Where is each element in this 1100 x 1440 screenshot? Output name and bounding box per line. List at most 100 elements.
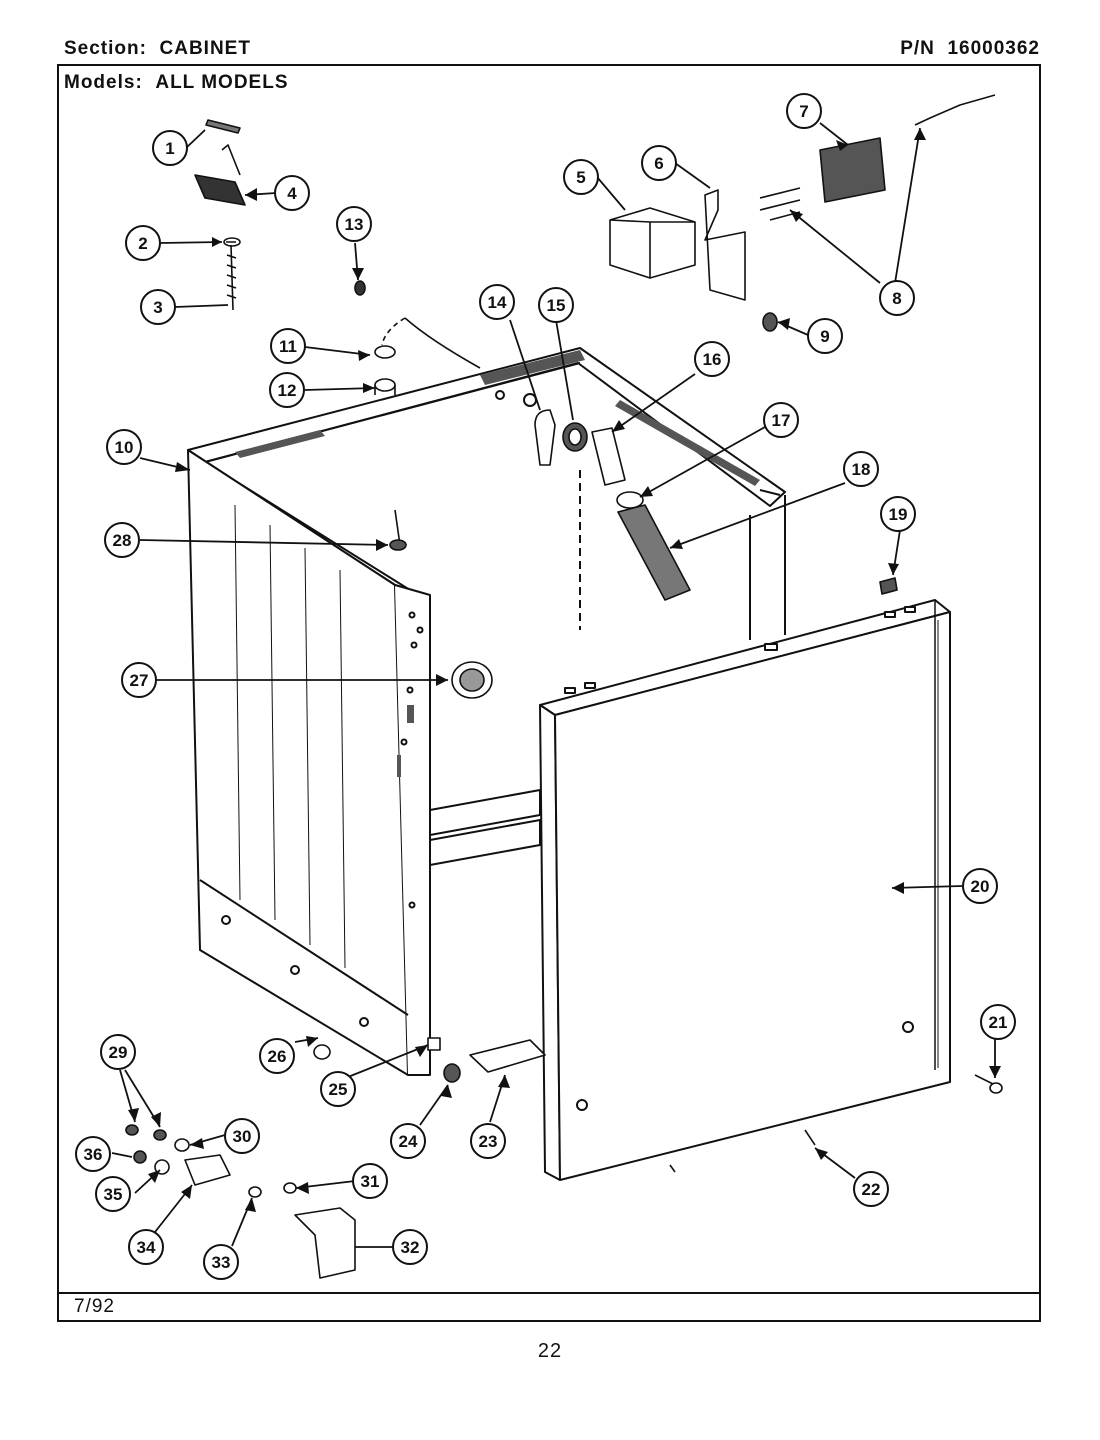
pn-value: 16000362: [947, 38, 1040, 59]
callout-10: 10: [106, 429, 142, 465]
models-value: ALL MODELS: [155, 72, 289, 93]
callout-26: 26: [259, 1038, 295, 1074]
callout-number: 12: [278, 381, 297, 400]
callout-36: 36: [75, 1136, 111, 1172]
callout-number: 5: [576, 168, 585, 187]
callout-number: 33: [212, 1253, 231, 1272]
section-label: Section:: [64, 38, 147, 59]
callout-number: 18: [852, 460, 871, 479]
callout-7: 7: [786, 93, 822, 129]
callout-circle: [224, 1118, 260, 1154]
models-label: Models:: [64, 72, 143, 93]
callout-circle: [336, 206, 372, 242]
callout-circle: [352, 1163, 388, 1199]
callout-14: 14: [479, 284, 515, 320]
callout-circle: [121, 662, 157, 698]
callout-circle: [880, 496, 916, 532]
callout-circle: [470, 1123, 506, 1159]
callout-circle: [763, 402, 799, 438]
callout-circle: [390, 1123, 426, 1159]
callout-circle: [106, 429, 142, 465]
callout-31: 31: [352, 1163, 388, 1199]
callout-number: 36: [84, 1145, 103, 1164]
callout-circle: [320, 1071, 356, 1107]
callout-18: 18: [843, 451, 879, 487]
callout-circle: [807, 318, 843, 354]
callout-20: 20: [962, 868, 998, 904]
callout-number: 27: [130, 671, 149, 690]
callout-2: 2: [125, 225, 161, 261]
front-panel: [539, 599, 951, 1181]
callout-circle: [980, 1004, 1016, 1040]
revision-date: 7/92: [74, 1296, 115, 1317]
callout-circle: [128, 1229, 164, 1265]
left-side-panel: [187, 449, 431, 1076]
callout-number: 16: [703, 350, 722, 369]
callout-circle: [104, 522, 140, 558]
callout-number: 9: [820, 327, 829, 346]
callout-circle: [641, 145, 677, 181]
callout-number: 32: [401, 1238, 420, 1257]
callout-27: 27: [121, 662, 157, 698]
callout-30: 30: [224, 1118, 260, 1154]
callout-circle: [269, 372, 305, 408]
callout-21: 21: [980, 1004, 1016, 1040]
callout-number: 21: [989, 1013, 1008, 1032]
arrowheads: [128, 128, 1001, 1212]
callout-32: 32: [392, 1229, 428, 1265]
callout-28: 28: [104, 522, 140, 558]
callout-number: 15: [547, 296, 566, 315]
callout-17: 17: [763, 402, 799, 438]
callout-circle: [274, 175, 310, 211]
callout-circle: [694, 341, 730, 377]
callout-number: 30: [233, 1127, 252, 1146]
callout-circle: [479, 284, 515, 320]
callout-1: 1: [152, 130, 188, 166]
callout-5: 5: [563, 159, 599, 195]
callout-number: 20: [971, 877, 990, 896]
callout-circle: [259, 1038, 295, 1074]
callout-circle: [563, 159, 599, 195]
callout-8: 8: [879, 280, 915, 316]
callout-34: 34: [128, 1229, 164, 1265]
callout-25: 25: [320, 1071, 356, 1107]
footer-divider: [57, 1292, 1041, 1294]
callout-3: 3: [140, 289, 176, 325]
callout-circle: [392, 1229, 428, 1265]
callout-number: 23: [479, 1132, 498, 1151]
callout-number: 31: [361, 1172, 380, 1191]
callout-circle: [786, 93, 822, 129]
callout-number: 35: [104, 1185, 123, 1204]
callout-15: 15: [538, 287, 574, 323]
callout-number: 26: [268, 1047, 287, 1066]
callout-circle: [879, 280, 915, 316]
section-value: CABINET: [159, 38, 251, 59]
callout-6: 6: [641, 145, 677, 181]
callout-number: 2: [138, 234, 147, 253]
callout-circle: [203, 1244, 239, 1280]
diagram-frame: [57, 64, 1041, 1322]
callout-number: 29: [109, 1043, 128, 1062]
callout-number: 34: [137, 1238, 156, 1257]
callout-number: 28: [113, 531, 132, 550]
small-parts: [125, 94, 1003, 1279]
callout-9: 9: [807, 318, 843, 354]
callout-circle: [125, 225, 161, 261]
callout-11: 11: [270, 328, 306, 364]
callout-number: 14: [488, 293, 507, 312]
callout-circle: [962, 868, 998, 904]
callout-number: 19: [889, 505, 908, 524]
callout-22: 22: [853, 1171, 889, 1207]
section-heading: Section: CABINET: [64, 38, 251, 60]
page-number: 22: [537, 1340, 563, 1362]
callout-number: 25: [329, 1080, 348, 1099]
pn-label: P/N: [900, 38, 935, 59]
callout-16: 16: [694, 341, 730, 377]
callout-number: 7: [799, 102, 808, 121]
callout-circle: [152, 130, 188, 166]
callout-number: 1: [165, 139, 174, 158]
callout-number: 3: [153, 298, 162, 317]
callout-24: 24: [390, 1123, 426, 1159]
